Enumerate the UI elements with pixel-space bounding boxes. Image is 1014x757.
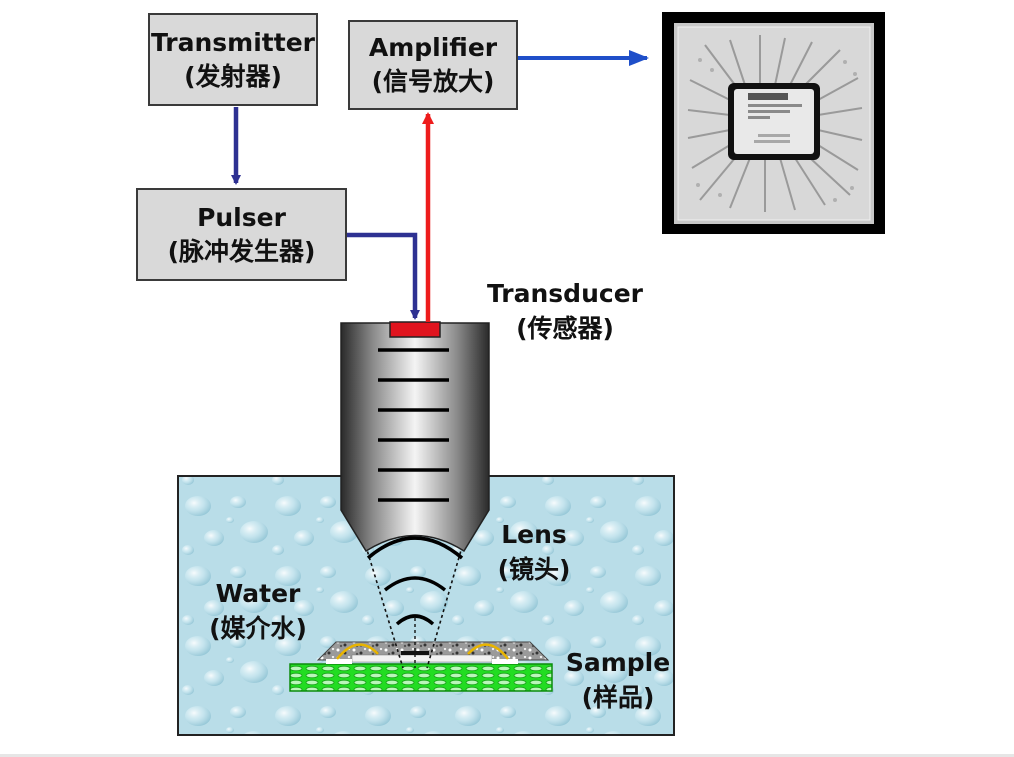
sample-label: Sample (样品) (560, 646, 676, 715)
water-label: Water (媒介水) (196, 577, 320, 646)
transducer-label: Transducer (传感器) (480, 277, 650, 346)
arrow-pulser-to-transducer (347, 232, 420, 320)
wavefront-2 (383, 576, 447, 592)
amplifier-label-zh: (信号放大) (371, 67, 495, 96)
amplifier-label: Amplifier (368, 33, 498, 63)
pulser-block: Pulser (脉冲发生器) (136, 188, 347, 281)
amplifier-block: Amplifier (信号放大) (348, 20, 518, 110)
transmitter-label-zh: (发射器) (184, 61, 282, 91)
pulser-label-zh: (脉冲发生器) (167, 236, 316, 266)
wavefront-3 (395, 614, 435, 626)
water-label-en: Water (215, 579, 301, 608)
sample-chip (289, 641, 553, 692)
water-label-zh: (媒介水) (209, 613, 307, 643)
beam-edge-right (426, 539, 465, 669)
transducer-cylinder (340, 322, 490, 553)
sample-label-en: Sample (565, 648, 671, 677)
lens-label: Lens (镜头) (480, 518, 588, 587)
sample-label-zh: (样品) (581, 682, 655, 712)
beam-edge-left (363, 539, 404, 669)
pulser-label: Pulser (197, 202, 286, 232)
lens-label-en: Lens (501, 520, 567, 549)
transmitter-label: Transmitter (151, 27, 315, 57)
transmitter-block: Transmitter (发射器) (148, 13, 318, 106)
lens-label-zh: (镜头) (497, 554, 571, 584)
transducer-element (389, 321, 441, 338)
scan-image (662, 12, 885, 234)
transducer-label-en: Transducer (487, 279, 643, 308)
transducer-label-zh: (传感器) (516, 313, 614, 343)
wavefront-1 (366, 536, 464, 560)
bottom-divider (0, 754, 1014, 757)
